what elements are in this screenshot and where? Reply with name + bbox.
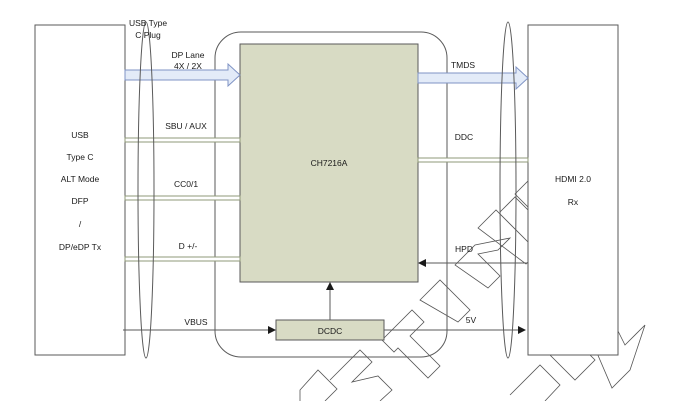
dcdc-label: DCDC [318,326,343,336]
usb-plug-ellipse [137,21,155,359]
vbus-arrowhead [268,326,276,334]
tmds-arrow [417,65,529,91]
left-box-line-6: DP/eDP Tx [59,242,102,252]
left-box-line-5: / [79,219,82,229]
hdmi-rx-box [527,24,619,356]
five-v-arrowhead [518,326,526,334]
hdmi-plug-ellipse [499,21,517,359]
hpd-label: HPD [455,244,473,254]
cc-label: CC0/1 [174,179,198,189]
dcdc-to-chip-arrowhead [326,282,334,290]
five-v-label: 5V [466,315,477,325]
plug-label-line-1: USB Type [129,18,167,28]
hpd-arrowhead [418,259,426,267]
sbu-aux-bus [124,137,241,143]
ddc-bus [417,157,529,163]
right-box-line-2: Rx [568,197,579,207]
plug-label-line-2: C Plug [135,30,161,40]
tmds-label: TMDS [451,60,475,70]
ch7216a-chip [239,43,419,283]
dp-lane-label-1: DP Lane [172,50,205,60]
dp-lane-arrow [124,62,241,88]
chip-label: CH7216A [311,158,348,168]
d-pm-bus [124,256,241,262]
left-box-line-3: ALT Mode [61,174,100,184]
dp-lane-label-2: 4X / 2X [174,61,202,71]
cc-bus [124,195,241,201]
left-box-line-1: USB [71,130,89,140]
left-box-line-2: Type C [67,152,94,162]
usb-type-c-source-box [34,24,126,356]
d-pm-label: D +/- [179,241,198,251]
sbu-aux-label: SBU / AUX [165,121,207,131]
ddc-label: DDC [455,132,473,142]
board-outline [214,31,448,358]
right-box-line-1: HDMI 2.0 [555,174,591,184]
vbus-label: VBUS [184,317,207,327]
left-box-line-4: DFP [72,196,89,206]
